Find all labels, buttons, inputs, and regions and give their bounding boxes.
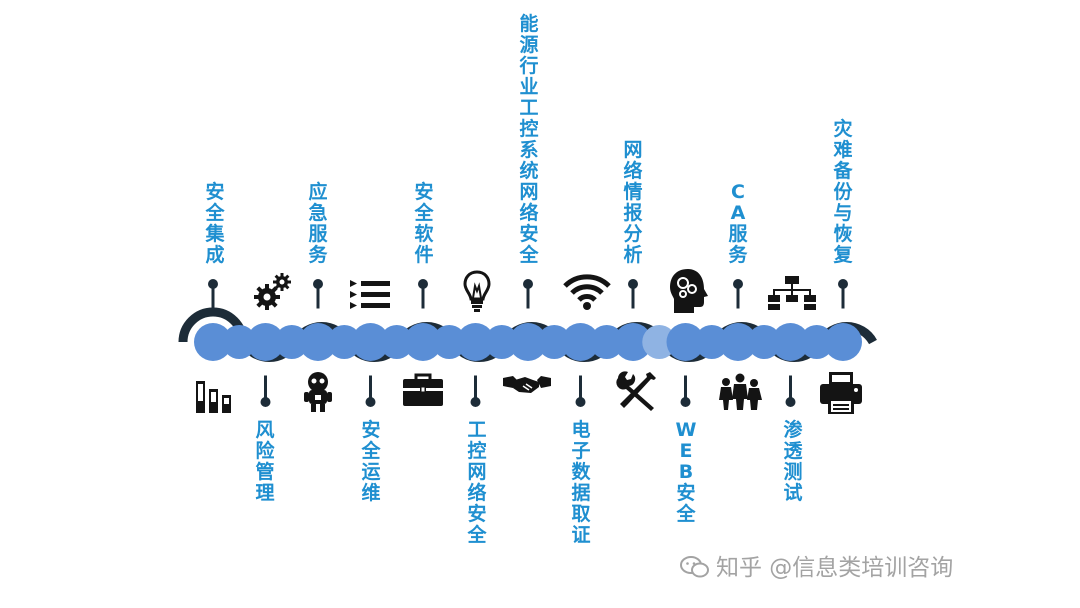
printer-icon — [820, 372, 862, 414]
node-mid-5 — [484, 325, 519, 359]
stem-dot-top-12 — [838, 279, 848, 289]
item-label-security-software: 安全软件 — [414, 181, 434, 266]
node-mid-9 — [694, 325, 729, 359]
node-mid-11 — [799, 325, 834, 359]
robot-icon — [304, 372, 332, 412]
node-3 — [351, 323, 390, 361]
node-mid-1 — [274, 325, 309, 359]
stem-dot-bottom-1 — [260, 397, 271, 407]
node-8 — [614, 323, 652, 361]
hierarchy-icon — [768, 276, 816, 310]
node-1 — [246, 323, 285, 361]
watermark: 知乎 @信息类培训咨询 — [680, 548, 953, 582]
stem-dot-top-8 — [628, 279, 638, 289]
node-mid-3 — [379, 325, 414, 359]
stem-dot-top-6 — [523, 279, 533, 289]
item-label-penetration-test: 渗透测试 — [783, 419, 803, 504]
stem-dot-top-10 — [733, 279, 743, 289]
stem-dot-top-0 — [208, 279, 218, 289]
item-label-ca-service: CA服务 — [728, 181, 748, 266]
wifi-icon — [563, 274, 611, 310]
node-5 — [456, 323, 495, 361]
node-10 — [719, 323, 757, 361]
node-mid-6 — [537, 325, 572, 359]
item-label-emergency-service: 应急服务 — [308, 181, 328, 266]
node-mid-4 — [432, 325, 467, 359]
node-0 — [194, 323, 232, 361]
stem-dot-bottom-9 — [680, 397, 691, 407]
node-4 — [404, 323, 442, 361]
item-label-disaster-recovery: 灾难备份与恢复 — [833, 118, 853, 266]
stem-dot-bottom-11 — [785, 397, 796, 407]
head-gears-icon — [670, 269, 708, 313]
gears-icon — [254, 273, 291, 310]
item-label-ics-network-security: 工控网络安全 — [467, 419, 487, 546]
item-label-intelligence-analysis: 网络情报分析 — [623, 139, 643, 266]
stem-dot-top-2 — [313, 279, 323, 289]
node-mid-8 — [642, 325, 677, 359]
node-mid-2 — [327, 325, 362, 359]
item-label-security-operations: 安全运维 — [361, 419, 381, 504]
lightbulb-icon — [463, 270, 491, 312]
handshake-icon — [503, 376, 551, 393]
stem-dot-bottom-3 — [365, 397, 376, 407]
item-label-security-integration: 安全集成 — [205, 181, 225, 266]
team-icon — [719, 373, 762, 410]
bar-chart-icon — [196, 381, 231, 413]
watermark-text: 知乎 @信息类培训咨询 — [716, 555, 954, 581]
list-icon — [350, 280, 390, 309]
node-6 — [509, 323, 547, 361]
node-12 — [824, 323, 862, 361]
node-mid-7 — [589, 325, 624, 359]
item-label-energy-ics-security: 能源行业工控系统网络安全 — [519, 13, 539, 266]
stem-dot-bottom-7 — [575, 397, 586, 407]
node-7 — [561, 323, 600, 361]
node-2 — [299, 323, 337, 361]
node-11 — [771, 323, 810, 361]
tools-icon — [616, 371, 656, 411]
stem-dot-top-4 — [418, 279, 428, 289]
stem-dot-bottom-5 — [470, 397, 481, 407]
briefcase-icon — [403, 373, 443, 406]
item-label-risk-management: 风险管理 — [255, 419, 275, 504]
item-label-web-security: WEB安全 — [675, 419, 697, 525]
wechat-icon — [680, 556, 709, 578]
node-mid-0 — [222, 325, 257, 359]
node-9 — [666, 323, 705, 361]
node-mid-10 — [747, 325, 782, 359]
item-label-digital-forensics: 电子数据取证 — [571, 419, 591, 546]
